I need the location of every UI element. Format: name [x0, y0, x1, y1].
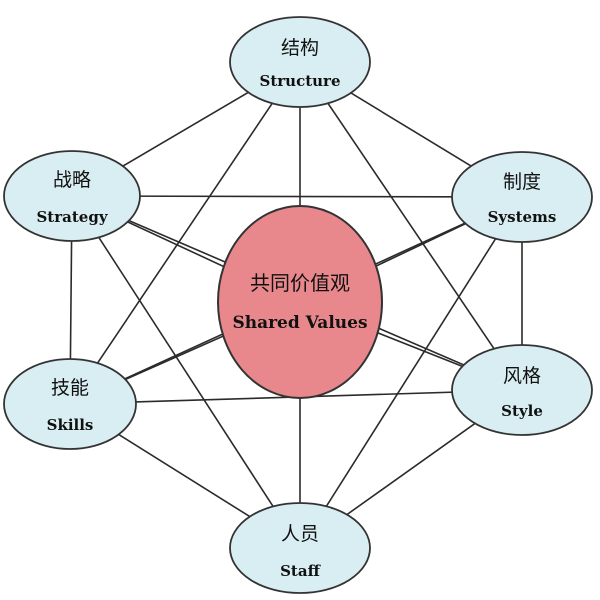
node-style-shape — [451, 344, 593, 436]
node-shared-values-label-en: Shared Values — [232, 313, 367, 333]
node-systems-label-en: Systems — [488, 208, 557, 226]
node-staff-label-zh: 人员 — [281, 523, 319, 545]
edge-strategy-staff — [71, 195, 301, 549]
edge-structure-skills — [69, 61, 301, 405]
node-structure: 结构 Structure — [229, 16, 371, 108]
node-structure-label-zh: 结构 — [281, 37, 319, 59]
node-systems: 制度 Systems — [451, 151, 593, 243]
node-strategy-label-zh: 战略 — [53, 169, 91, 191]
node-skills: 技能 Skills — [3, 358, 137, 450]
node-staff-shape — [229, 502, 371, 594]
node-strategy: 战略 Strategy — [3, 150, 141, 242]
node-shared-values: 共同价值观 Shared Values — [217, 205, 383, 399]
node-skills-label-en: Skills — [47, 416, 94, 434]
node-shared-values-shape — [217, 205, 383, 399]
node-structure-shape — [229, 16, 371, 108]
node-skills-shape — [3, 358, 137, 450]
node-style-label-zh: 风格 — [503, 365, 541, 387]
edge-strategy-systems — [71, 195, 523, 198]
node-staff: 人员 Staff — [229, 502, 371, 594]
node-style-label-en: Style — [501, 402, 543, 420]
edge-structure-style — [299, 61, 523, 391]
node-systems-label-zh: 制度 — [503, 171, 541, 193]
node-skills-label-zh: 技能 — [51, 377, 89, 399]
node-shared-values-label-zh: 共同价值观 — [250, 271, 350, 295]
node-staff-label-en: Staff — [280, 562, 321, 580]
node-style: 风格 Style — [451, 344, 593, 436]
edge-systems-staff — [299, 196, 523, 549]
node-structure-label-en: Structure — [260, 72, 341, 90]
node-strategy-shape — [3, 150, 141, 242]
node-systems-shape — [451, 151, 593, 243]
node-strategy-label-en: Strategy — [36, 208, 108, 226]
